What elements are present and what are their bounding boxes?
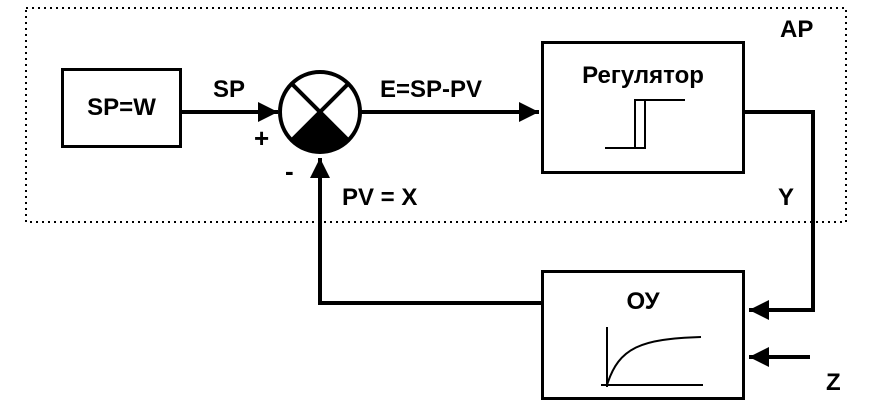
- source-label: SP=W: [87, 94, 156, 121]
- system-label: АР: [780, 16, 814, 43]
- controller-block: Регулятор: [541, 41, 745, 174]
- controller-label: Регулятор: [582, 62, 704, 89]
- minus-sign: -: [285, 156, 294, 186]
- setpoint-source-block: SP=W: [61, 68, 182, 148]
- output-arrow: [745, 110, 815, 320]
- output-label: Y: [778, 184, 795, 211]
- feedback-arrow: [310, 158, 541, 305]
- error-label: E=SP-PV: [380, 76, 483, 103]
- plant-block: ОУ: [541, 270, 745, 400]
- system-boundary: [25, 7, 847, 223]
- plant-label: ОУ: [626, 288, 660, 315]
- relay-characteristic-icon: [605, 99, 685, 149]
- setpoint-label: SP: [213, 76, 246, 103]
- summing-junction: [278, 70, 362, 154]
- step-response-icon: [601, 327, 703, 387]
- disturbance-label: Z: [826, 369, 841, 396]
- plus-sign: +: [254, 123, 270, 153]
- summing-junction-minus-sector: [291, 112, 349, 153]
- feedback-label: PV = X: [342, 184, 418, 211]
